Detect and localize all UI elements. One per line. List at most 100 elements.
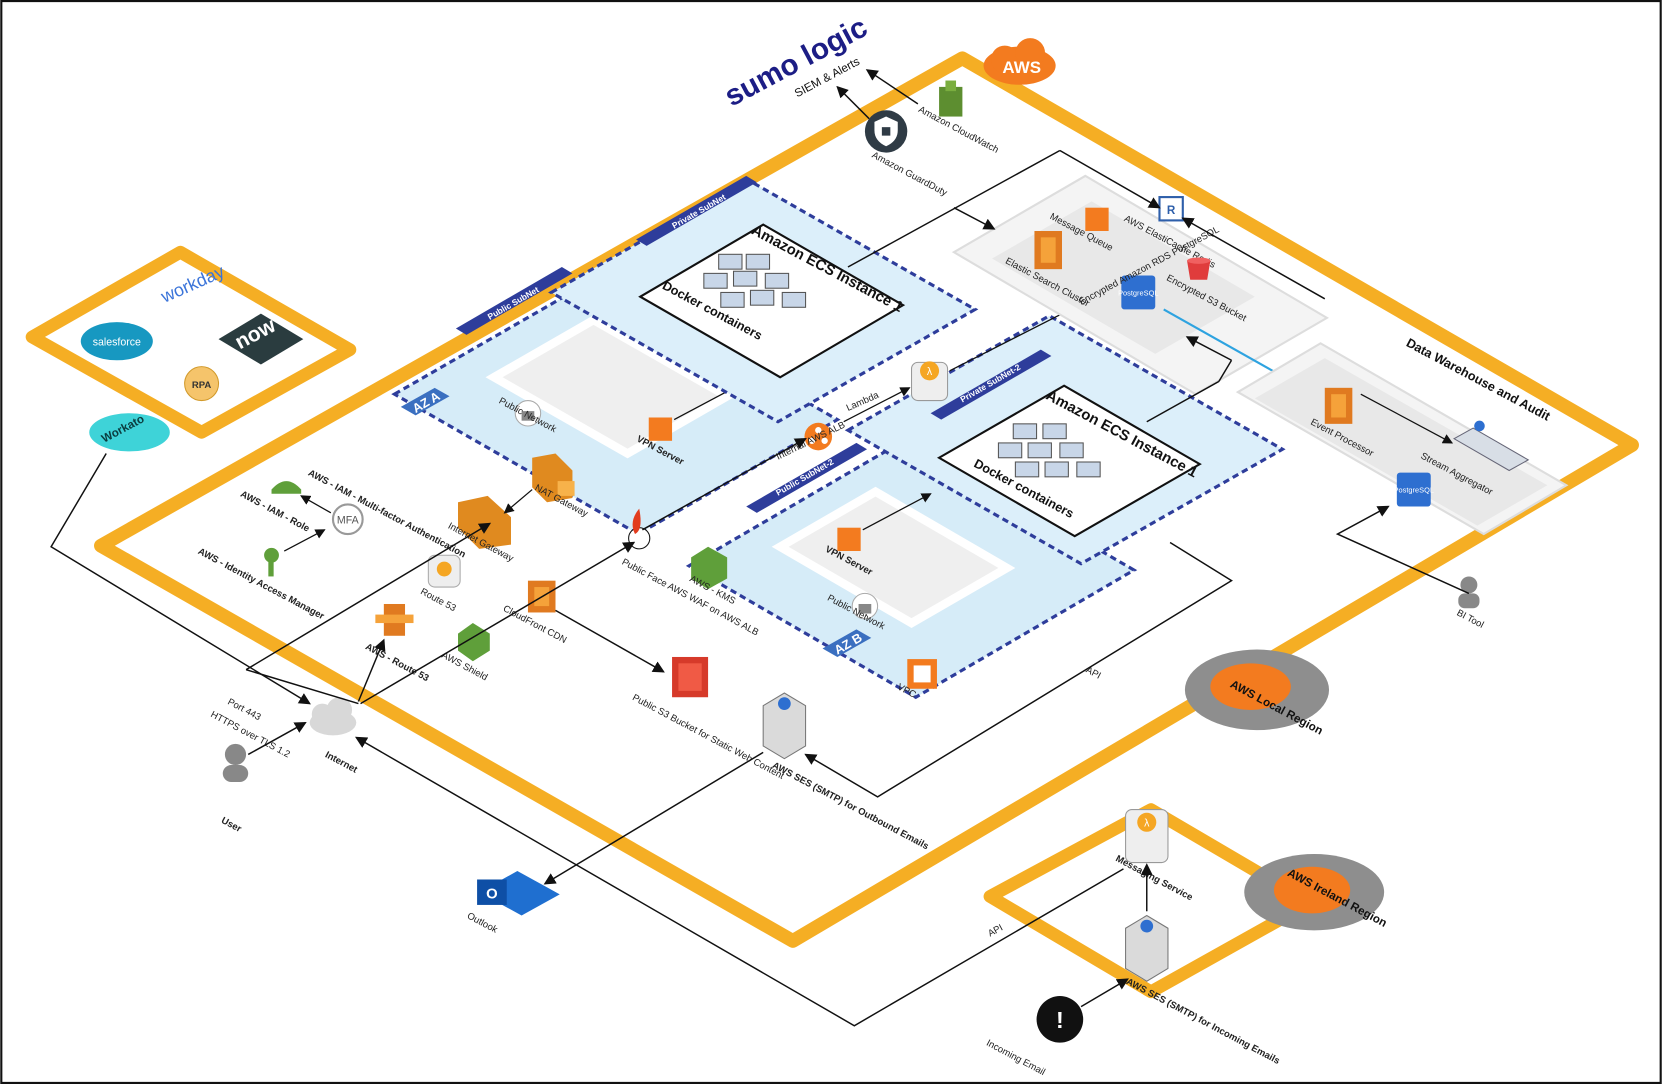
ses-incoming-label: AWS SES (SMTP) for Incoming Emails [1124,976,1281,1067]
workato-connector [50,453,311,705]
public-subnet-tab [455,267,573,335]
connector [1360,393,1454,444]
internet-label: Internet [323,750,360,776]
aws-local-region-badge: AWS Local Region [1184,649,1330,738]
iam-helmet-icon [271,481,302,494]
route53-label: Route 53 [418,586,457,614]
user-icon [222,743,249,783]
connector [847,149,1061,268]
connector [503,489,533,514]
lock-b-icon [851,592,879,620]
connector [1335,505,1470,595]
private-subnet-2-tab [930,349,1052,420]
saas-boundary [25,245,357,439]
vpn-server-a-icon [648,417,673,441]
connector [1185,336,1232,361]
connector [357,638,386,702]
internet-cloud-icon [309,697,357,736]
nat-gateway-icon [532,453,575,503]
svg-text:PostgreSQL: PostgreSQL [1118,289,1158,298]
connector [1059,149,1161,209]
private-subnet-tab [636,175,757,246]
s3-encrypted-icon [1187,257,1211,280]
bi-tool-user-icon [1458,576,1480,609]
connector [1181,217,1326,300]
connector [543,751,764,885]
connector [843,387,911,423]
ses-outbound-icon [762,692,807,760]
salesforce-logo: salesforce [80,322,153,361]
connector [949,308,1072,372]
messaging-service-icon: λ [1125,809,1169,864]
aws-badge-label: AWS [1002,58,1041,77]
connector [283,529,326,552]
postgres-rds-icon: PostgreSQL [1118,275,1158,310]
svg-text:salesforce: salesforce [93,336,141,348]
connector [300,495,332,514]
ses-outbound-label: AWS SES (SMTP) for Outbound Emails [770,760,930,852]
connector [1146,380,1220,423]
kms-icon [691,546,728,590]
connector [836,85,870,120]
elasticache-icon: R [1158,196,1184,222]
connector [360,541,636,705]
api-label: API [1084,665,1103,682]
connector [953,207,996,230]
connector [642,437,807,531]
internet-gateway-icon [458,495,511,549]
connector [862,493,932,531]
svg-text:PostgreSQL: PostgreSQL [1394,486,1434,495]
lock-icon [514,400,542,427]
public-subnet-2-tab [746,442,868,513]
s3-static-icon [672,656,709,698]
vpn-server-b-icon [837,527,861,552]
svg-text:!: ! [1056,1007,1064,1033]
svg-text:RPA: RPA [192,380,212,391]
aws-ireland-region-badge: AWS Ireland Region [1244,854,1389,931]
route53-b-icon [375,603,414,636]
api-ireland-label: API [986,922,1005,939]
incoming-email-label: Incoming Email [984,1038,1047,1078]
container-cluster-1 [703,253,807,308]
api-ireland-connector [355,736,1124,1027]
bi-tool-label: BI Tool [1455,608,1486,631]
cloudwatch-icon [939,80,963,117]
svg-text:λ: λ [927,366,933,378]
connector [865,69,919,105]
workato-logo: Workato [89,412,170,452]
route53-b-label: AWS - Route 53 [363,641,430,684]
svg-text:O: O [486,887,498,903]
connector [1218,359,1233,382]
rpa-icon: RPA [184,366,220,402]
stream-aggregator-icon [1452,420,1530,472]
connector [245,522,492,671]
ecs-instance-2-box [936,384,1202,538]
outlook-icon: O [477,871,560,916]
postgres-warehouse-icon: PostgreSQL [1394,472,1434,507]
mfa-icon: MFA [331,503,364,536]
guardduty-label: Amazon GuardDuty [870,150,949,199]
lambda-icon: λ [911,361,949,402]
shield-icon [458,623,490,662]
guardduty-icon [864,110,908,153]
elastic-search-icon [1034,230,1062,270]
container-cluster-2 [997,423,1101,478]
iam-role-label: AWS - IAM - Role [238,489,311,535]
connector [555,609,665,673]
event-processor-icon [1324,387,1353,424]
key-icon [264,547,279,577]
aws-badge: AWS [983,38,1056,85]
workday-logo: workday [157,261,227,307]
svg-text:MFA: MFA [337,514,360,526]
svg-text:R: R [1167,204,1176,217]
internal-alb-icon [804,422,833,451]
vpc-icon [907,659,937,689]
incoming-email-icon: ! [1036,996,1084,1043]
connector [245,668,359,705]
iam-mfa-title: AWS - IAM - Multi-factor Authentication [306,468,467,561]
message-queue-icon [1085,207,1109,231]
connector [247,721,307,756]
connector [1080,978,1129,1008]
user-label: User [219,815,243,835]
